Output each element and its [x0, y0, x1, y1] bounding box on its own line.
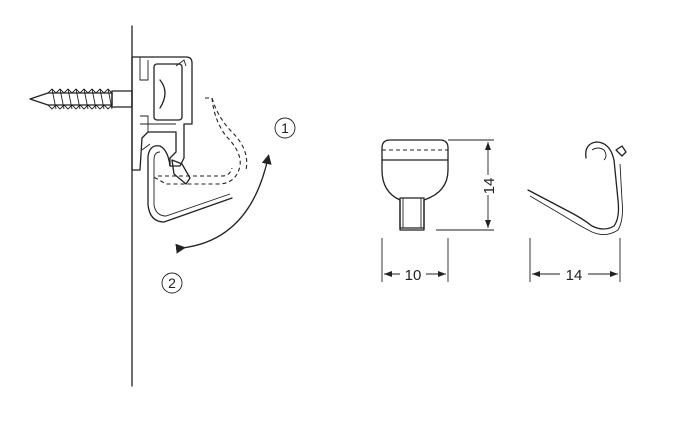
step-1-label: 1: [281, 120, 289, 136]
side-width-value: 14: [566, 267, 583, 284]
step-1-marker: 1: [274, 117, 296, 139]
front-width-value: 10: [405, 267, 422, 284]
rotation-arrow: [175, 154, 272, 254]
hook-dashed-outline: [151, 97, 248, 185]
hook-side-view: [527, 141, 627, 235]
hook-front-view: [381, 139, 449, 231]
screw: [29, 88, 133, 110]
dimension-front-height: 14: [436, 139, 498, 231]
rail-profile: [131, 56, 193, 171]
step-2-marker: 2: [161, 272, 183, 294]
dimension-side-width: 14: [529, 238, 621, 284]
dimension-front-width: 10: [381, 238, 449, 284]
front-height-value: 14: [481, 178, 498, 195]
step-2-label: 2: [168, 275, 176, 291]
